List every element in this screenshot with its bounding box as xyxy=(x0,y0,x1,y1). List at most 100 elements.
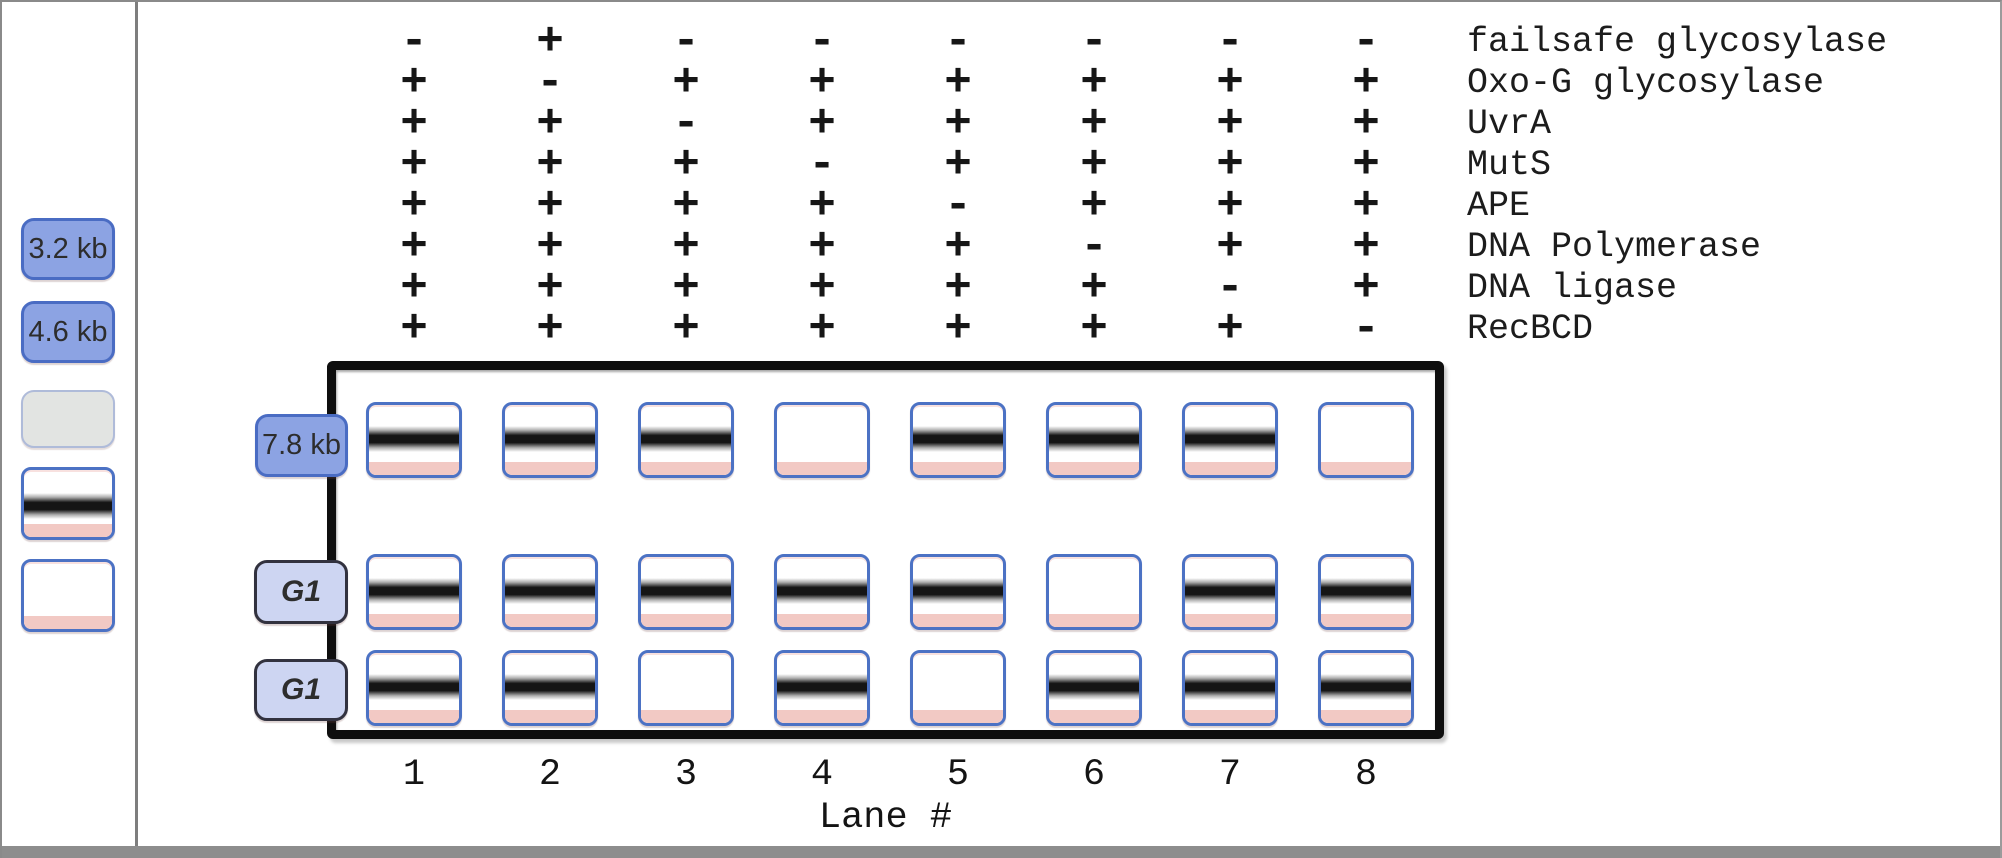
enzyme-toggle-lane6-row8[interactable]: + xyxy=(1080,303,1108,355)
enzyme-toggle-lane7-row2[interactable]: + xyxy=(1216,57,1244,109)
palette-well-empty[interactable] xyxy=(21,559,115,632)
gel-well-row2-lane4[interactable] xyxy=(774,554,870,630)
enzyme-toggle-lane1-row6[interactable]: + xyxy=(400,221,428,273)
enzyme-toggle-lane1-row7[interactable]: + xyxy=(400,262,428,314)
gel-well-row1-lane8[interactable] xyxy=(1318,402,1414,478)
enzyme-toggle-lane5-row1[interactable]: - xyxy=(944,16,972,68)
enzyme-toggle-lane5-row3[interactable]: + xyxy=(944,98,972,150)
enzyme-toggle-lane7-row8[interactable]: + xyxy=(1216,303,1244,355)
palette-blank-label-chip[interactable] xyxy=(21,390,115,448)
enzyme-toggle-lane3-row8[interactable]: + xyxy=(672,303,700,355)
enzyme-toggle-lane6-row5[interactable]: + xyxy=(1080,180,1108,232)
enzyme-toggle-lane7-row4[interactable]: + xyxy=(1216,139,1244,191)
lane-number-6: 6 xyxy=(1082,754,1106,796)
gel-well-row3-lane2[interactable] xyxy=(502,650,598,726)
enzyme-toggle-lane3-row1[interactable]: - xyxy=(672,16,700,68)
enzyme-toggle-lane8-row5[interactable]: + xyxy=(1352,180,1380,232)
enzyme-toggle-lane1-row4[interactable]: + xyxy=(400,139,428,191)
enzyme-toggle-lane8-row8[interactable]: - xyxy=(1352,303,1380,355)
well-buffer-strip xyxy=(777,710,867,723)
enzyme-toggle-lane7-row6[interactable]: + xyxy=(1216,221,1244,273)
enzyme-toggle-lane4-row6[interactable]: + xyxy=(808,221,836,273)
enzyme-toggle-lane3-row7[interactable]: + xyxy=(672,262,700,314)
enzyme-toggle-lane4-row3[interactable]: + xyxy=(808,98,836,150)
enzyme-toggle-lane5-row8[interactable]: + xyxy=(944,303,972,355)
enzyme-toggle-lane7-row7[interactable]: - xyxy=(1216,262,1244,314)
enzyme-toggle-lane6-row1[interactable]: - xyxy=(1080,16,1108,68)
enzyme-toggle-lane4-row5[interactable]: + xyxy=(808,180,836,232)
enzyme-toggle-lane8-row7[interactable]: + xyxy=(1352,262,1380,314)
gel-well-row1-lane6[interactable] xyxy=(1046,402,1142,478)
enzyme-toggle-lane4-row4[interactable]: - xyxy=(808,139,836,191)
enzyme-toggle-lane2-row7[interactable]: + xyxy=(536,262,564,314)
enzyme-toggle-lane2-row1[interactable]: + xyxy=(536,16,564,68)
enzyme-toggle-lane8-row2[interactable]: + xyxy=(1352,57,1380,109)
gel-well-row2-lane5[interactable] xyxy=(910,554,1006,630)
enzyme-toggle-lane3-row2[interactable]: + xyxy=(672,57,700,109)
well-buffer-strip xyxy=(913,614,1003,627)
enzyme-toggle-lane6-row6[interactable]: - xyxy=(1080,221,1108,273)
gel-well-row2-lane8[interactable] xyxy=(1318,554,1414,630)
enzyme-toggle-lane1-row8[interactable]: + xyxy=(400,303,428,355)
enzyme-toggle-lane6-row7[interactable]: + xyxy=(1080,262,1108,314)
palette-size-chip-4-6kb[interactable]: 4.6 kb xyxy=(21,301,115,363)
gel-well-row2-lane7[interactable] xyxy=(1182,554,1278,630)
gel-well-row3-lane3[interactable] xyxy=(638,650,734,726)
gel-well-row3-lane5[interactable] xyxy=(910,650,1006,726)
well-buffer-strip xyxy=(505,462,595,475)
enzyme-toggle-lane2-row8[interactable]: + xyxy=(536,303,564,355)
enzyme-toggle-lane2-row6[interactable]: + xyxy=(536,221,564,273)
enzyme-toggle-lane2-row3[interactable]: + xyxy=(536,98,564,150)
enzyme-toggle-lane8-row3[interactable]: + xyxy=(1352,98,1380,150)
enzyme-toggle-lane1-row3[interactable]: + xyxy=(400,98,428,150)
gel-well-row1-lane7[interactable] xyxy=(1182,402,1278,478)
palette-well-with-band[interactable] xyxy=(21,467,115,540)
gel-well-row3-lane7[interactable] xyxy=(1182,650,1278,726)
enzyme-toggle-lane5-row5[interactable]: - xyxy=(944,180,972,232)
palette-size-chip-3-2kb[interactable]: 3.2 kb xyxy=(21,218,115,280)
enzyme-toggle-lane5-row4[interactable]: + xyxy=(944,139,972,191)
gel-well-row3-lane1[interactable] xyxy=(366,650,462,726)
enzyme-toggle-lane6-row4[interactable]: + xyxy=(1080,139,1108,191)
enzyme-toggle-lane7-row1[interactable]: - xyxy=(1216,16,1244,68)
gel-well-row2-lane6[interactable] xyxy=(1046,554,1142,630)
gel-well-row2-lane1[interactable] xyxy=(366,554,462,630)
gel-well-row1-lane2[interactable] xyxy=(502,402,598,478)
enzyme-toggle-lane1-row2[interactable]: + xyxy=(400,57,428,109)
enzyme-toggle-lane4-row7[interactable]: + xyxy=(808,262,836,314)
enzyme-toggle-lane3-row3[interactable]: - xyxy=(672,98,700,150)
enzyme-toggle-lane4-row8[interactable]: + xyxy=(808,303,836,355)
gel-well-row3-lane8[interactable] xyxy=(1318,650,1414,726)
gel-well-row2-lane2[interactable] xyxy=(502,554,598,630)
enzyme-toggle-lane6-row2[interactable]: + xyxy=(1080,57,1108,109)
gel-well-row1-lane5[interactable] xyxy=(910,402,1006,478)
enzyme-toggle-lane2-row2[interactable]: - xyxy=(536,57,564,109)
enzyme-toggle-lane2-row4[interactable]: + xyxy=(536,139,564,191)
gel-well-row1-lane4[interactable] xyxy=(774,402,870,478)
enzyme-toggle-lane1-row5[interactable]: + xyxy=(400,180,428,232)
gel-well-row3-lane4[interactable] xyxy=(774,650,870,726)
enzyme-toggle-lane5-row7[interactable]: + xyxy=(944,262,972,314)
gel-row-label-g1-b[interactable]: G1 xyxy=(254,659,348,721)
enzyme-toggle-lane3-row5[interactable]: + xyxy=(672,180,700,232)
gel-row-label-g1-a[interactable]: G1 xyxy=(254,560,348,624)
enzyme-toggle-lane1-row1[interactable]: - xyxy=(400,16,428,68)
enzyme-toggle-lane2-row5[interactable]: + xyxy=(536,180,564,232)
enzyme-toggle-lane3-row4[interactable]: + xyxy=(672,139,700,191)
gel-row-label-7-8kb[interactable]: 7.8 kb xyxy=(255,414,348,477)
gel-well-row1-lane1[interactable] xyxy=(366,402,462,478)
enzyme-toggle-lane3-row6[interactable]: + xyxy=(672,221,700,273)
enzyme-toggle-lane5-row6[interactable]: + xyxy=(944,221,972,273)
gel-well-row2-lane3[interactable] xyxy=(638,554,734,630)
gel-well-row3-lane6[interactable] xyxy=(1046,650,1142,726)
enzyme-toggle-lane8-row4[interactable]: + xyxy=(1352,139,1380,191)
enzyme-toggle-lane7-row3[interactable]: + xyxy=(1216,98,1244,150)
enzyme-toggle-lane4-row2[interactable]: + xyxy=(808,57,836,109)
enzyme-toggle-lane4-row1[interactable]: - xyxy=(808,16,836,68)
enzyme-toggle-lane5-row2[interactable]: + xyxy=(944,57,972,109)
gel-well-row1-lane3[interactable] xyxy=(638,402,734,478)
enzyme-toggle-lane6-row3[interactable]: + xyxy=(1080,98,1108,150)
enzyme-toggle-lane7-row5[interactable]: + xyxy=(1216,180,1244,232)
enzyme-toggle-lane8-row1[interactable]: - xyxy=(1352,16,1380,68)
enzyme-toggle-lane8-row6[interactable]: + xyxy=(1352,221,1380,273)
